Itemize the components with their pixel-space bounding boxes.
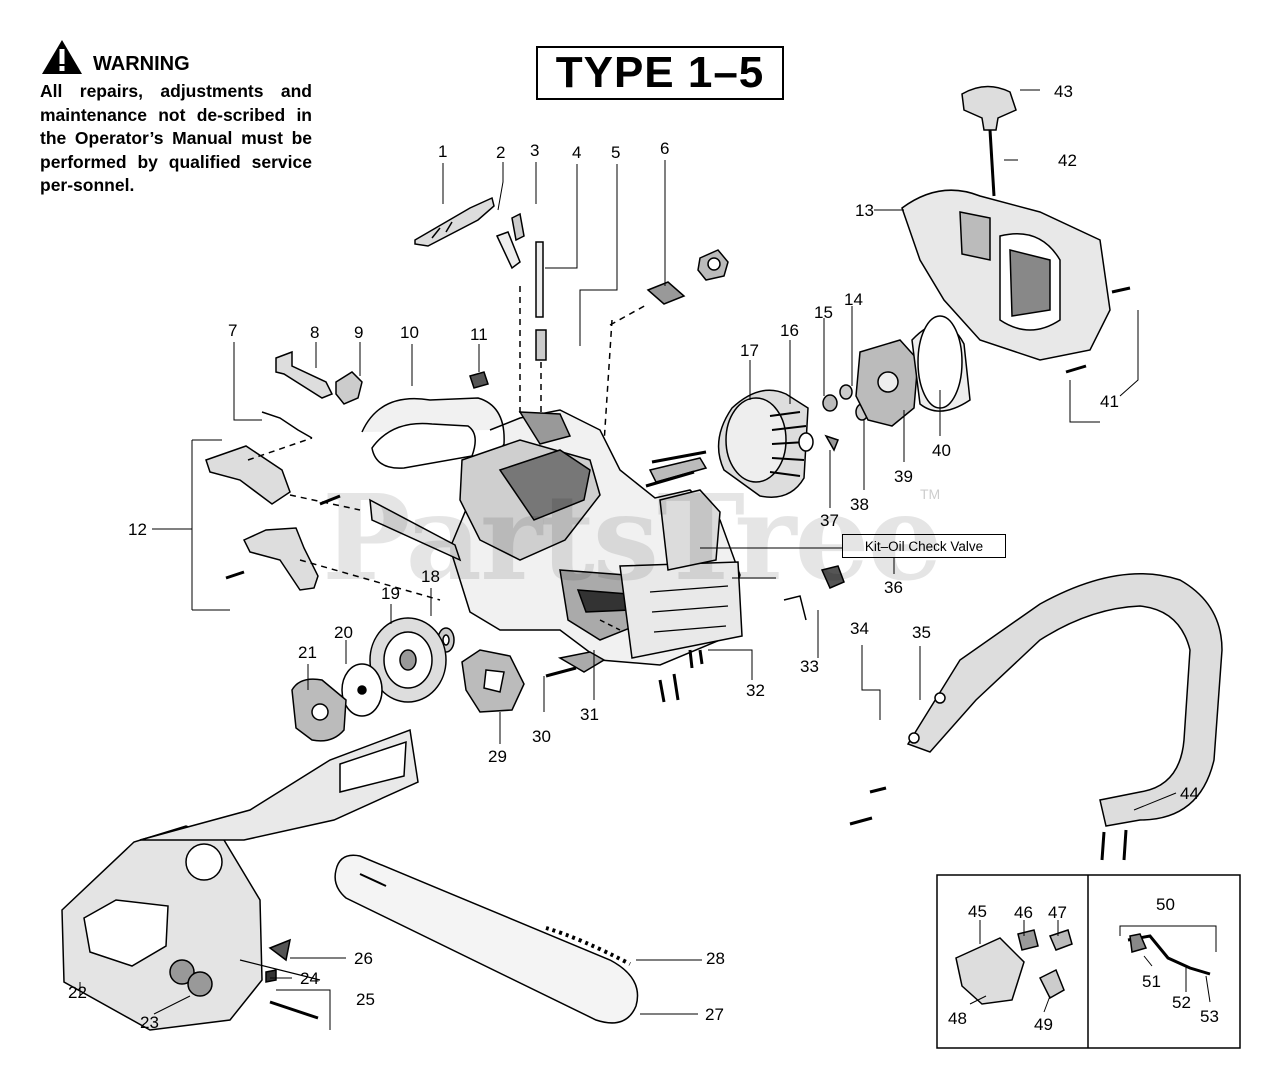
callout-46: 46 <box>1014 903 1033 922</box>
callout-20: 20 <box>334 623 353 642</box>
callout-49: 49 <box>1034 1015 1053 1034</box>
callout-22: 22 <box>68 983 87 1002</box>
callout-9: 9 <box>354 323 363 342</box>
part-shapes-bar <box>334 854 639 1024</box>
callout-24: 24 <box>300 969 319 988</box>
part-shapes-housing <box>361 397 743 666</box>
callout-17: 17 <box>740 341 759 360</box>
callout-42: 42 <box>1058 151 1077 170</box>
callout-1: 1 <box>438 142 447 161</box>
callout-33: 33 <box>800 657 819 676</box>
inset-box <box>936 874 1241 1049</box>
part-shapes-handlebar <box>849 573 1223 861</box>
callout-36: 36 <box>884 578 903 597</box>
callout-47: 47 <box>1048 903 1067 922</box>
callout-35: 35 <box>912 623 931 642</box>
watermark-tm: TM <box>920 486 941 502</box>
part-shapes-clutch <box>291 617 621 742</box>
part-shapes-top <box>414 196 729 506</box>
callout-7: 7 <box>228 321 237 340</box>
callout-16: 16 <box>780 321 799 340</box>
callout-30: 30 <box>532 727 551 746</box>
warning-triangle-icon <box>42 40 82 74</box>
callout-10: 10 <box>400 323 419 342</box>
callout-29: 29 <box>488 747 507 766</box>
callout-numbers: 1 2 3 4 5 6 7 8 9 10 11 12 13 14 15 16 1… <box>68 82 1219 1034</box>
callout-25: 25 <box>356 990 375 1009</box>
callout-19: 19 <box>381 584 400 603</box>
warning-title: WARNING <box>93 53 190 75</box>
type-label: TYPE 1–5 <box>536 46 784 100</box>
callout-50: 50 <box>1156 895 1175 914</box>
callout-38: 38 <box>850 495 869 514</box>
watermark: PartsTree <box>322 468 943 607</box>
warning-text: All repairs, adjustments and maintenance… <box>40 81 312 195</box>
callout-32: 32 <box>746 681 765 700</box>
callout-5: 5 <box>611 143 620 162</box>
callout-23: 23 <box>140 1013 159 1032</box>
callout-12: 12 <box>128 520 147 539</box>
callout-45: 45 <box>968 902 987 921</box>
callout-26: 26 <box>354 949 373 968</box>
callout-4: 4 <box>572 143 581 162</box>
callout-31: 31 <box>580 705 599 724</box>
callout-53: 53 <box>1200 1007 1219 1026</box>
callout-3: 3 <box>530 141 539 160</box>
callout-15: 15 <box>814 303 833 322</box>
callout-21: 21 <box>298 643 317 662</box>
callout-34: 34 <box>850 619 869 638</box>
callout-44: 44 <box>1180 784 1199 803</box>
callout-11: 11 <box>470 325 488 344</box>
callout-43: 43 <box>1054 82 1073 101</box>
callout-41: 41 <box>1100 392 1119 411</box>
callout-2: 2 <box>496 143 505 162</box>
callout-6: 6 <box>660 139 669 158</box>
callout-39: 39 <box>894 467 913 486</box>
callout-13: 13 <box>855 201 874 220</box>
part-shapes-left <box>205 350 489 601</box>
callout-8: 8 <box>310 323 319 342</box>
callout-28: 28 <box>706 949 725 968</box>
callout-51: 51 <box>1142 972 1161 991</box>
part-shapes-cover <box>61 728 419 1031</box>
part-shapes-starter <box>717 85 1131 498</box>
callout-40: 40 <box>932 441 951 460</box>
part-shapes-valve <box>658 565 845 703</box>
callout-18: 18 <box>421 567 440 586</box>
callout-48: 48 <box>948 1009 967 1028</box>
callout-14: 14 <box>844 290 863 309</box>
callout-27: 27 <box>705 1005 724 1024</box>
callout-37: 37 <box>820 511 839 530</box>
kit-oil-check-valve-label[interactable]: Kit–Oil Check Valve <box>842 534 1006 558</box>
callout-52: 52 <box>1172 993 1191 1012</box>
